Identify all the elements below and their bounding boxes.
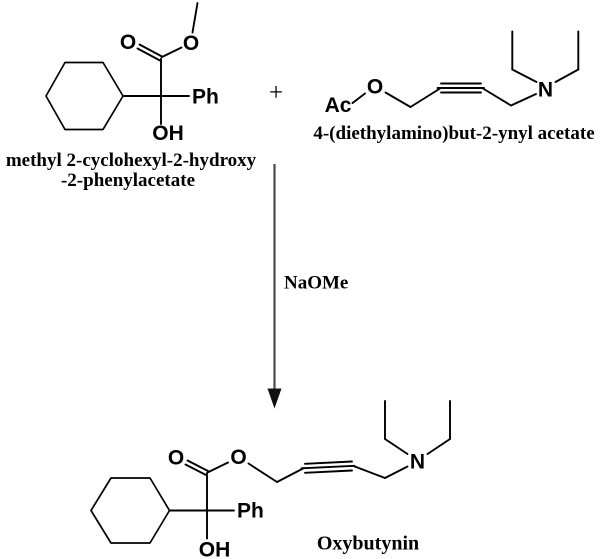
product-bond-alkyne-to-ch2 xyxy=(352,465,386,479)
product-name: Oxybutynin xyxy=(317,533,419,555)
reactant1-structure: O O Ph OH methyl 2-cyclohexyl-2-hydroxy … xyxy=(6,2,257,191)
reactant2-n-label: N xyxy=(538,79,553,102)
reactant1-bond-o-methyl xyxy=(191,2,199,34)
product-ester-o-label: O xyxy=(230,446,246,469)
product-alkyne-line-middle xyxy=(300,464,356,470)
reactant2-bond-n-to-left-ethyl xyxy=(511,68,538,83)
product-bond-o-to-ch2 xyxy=(247,462,278,483)
product-bond-c-double-o-2 xyxy=(184,463,207,476)
product-carbonyl-o-label: O xyxy=(168,447,184,470)
reactant2-bond-ch2-to-alkyne xyxy=(409,87,441,108)
reagent-label: NaOMe xyxy=(284,273,348,294)
reactant2-bond-n-to-right-ethyl xyxy=(554,68,580,83)
reaction-arrow-head xyxy=(267,388,282,409)
plus-sign: + xyxy=(269,80,283,107)
reactant2-bond-o-to-ch2 xyxy=(384,91,412,108)
product-cyclohexane-ring xyxy=(90,477,171,544)
reactant1-name-line2: -2-phenylacetate xyxy=(61,170,195,191)
product-ph-label: Ph xyxy=(237,500,264,523)
product-bond-n-to-right-ethyl xyxy=(426,438,451,455)
product-alkyne-line-top xyxy=(304,460,353,465)
reactant2-bond-ac-to-o xyxy=(351,92,366,104)
reactant1-bond-c-to-ester-o xyxy=(161,46,183,58)
product-bond-ch2-to-n xyxy=(384,465,409,479)
reactant2-o-label: O xyxy=(367,76,383,99)
product-alkyne-line-bottom xyxy=(304,469,353,474)
product-structure: O O Ph OH N Oxybutynin xyxy=(90,400,451,559)
reactant2-bond-alkyne-to-ch2 xyxy=(482,87,512,107)
reactant2-name: 4-(diethylamino)but-2-ynyl acetate xyxy=(313,123,594,144)
reactant1-name-line1: methyl 2-cyclohexyl-2-hydroxy xyxy=(6,150,257,171)
product-bond-n-to-left-ethyl xyxy=(384,438,409,455)
product-oh-label: OH xyxy=(199,539,231,559)
reactant1-ph-label: Ph xyxy=(192,86,219,109)
reaction-arrow-group: NaOMe xyxy=(267,164,348,409)
reactant1-cyclohexane-ring xyxy=(45,61,124,131)
reactant1-bond-c-double-o-2 xyxy=(136,47,161,62)
product-bond-c-to-ester-o xyxy=(206,461,229,474)
product-bond-c-double-o-1 xyxy=(186,459,209,472)
reactant1-ester-o-label: O xyxy=(183,32,199,55)
product-n-label: N xyxy=(410,451,425,474)
reactant2-ac-label: Ac xyxy=(325,94,352,117)
reactant1-oh-label: OH xyxy=(152,122,184,145)
reactant1-carbonyl-o-label: O xyxy=(120,31,136,54)
reactant2-bond-ch2-to-n xyxy=(510,93,537,107)
product-bond-ch2-to-alkyne xyxy=(276,467,305,483)
reactant1-bond-c-double-o-1 xyxy=(138,43,163,58)
reactant2-structure: Ac O N 4-(diethylamino)but-2-ynyl acetat… xyxy=(313,30,595,144)
